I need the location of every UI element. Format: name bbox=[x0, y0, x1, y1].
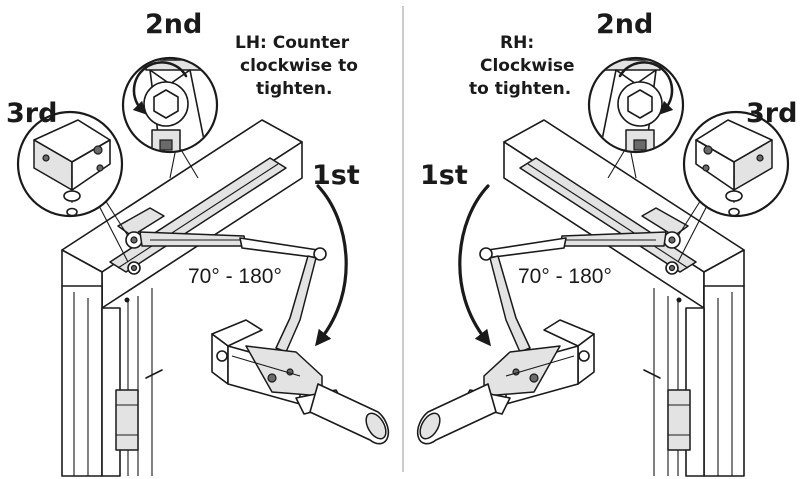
left-angle-range: 70° - 180° bbox=[188, 265, 282, 288]
left-step-1st-label: 1st bbox=[312, 160, 360, 191]
left-note-line-1: LH: Counter bbox=[235, 33, 350, 53]
left-panel-lh: 2nd 3rd 1st LH: Counter clockwise to tig… bbox=[6, 9, 390, 476]
right-step-2nd-label: 2nd bbox=[596, 9, 653, 40]
right-step-3rd-label: 3rd bbox=[746, 98, 797, 129]
right-note-line-2: Clockwise bbox=[480, 56, 575, 76]
right-angle-range: 70° - 180° bbox=[518, 265, 612, 288]
right-note-line-1: RH: bbox=[500, 33, 534, 53]
left-step-2nd-label: 2nd bbox=[145, 9, 202, 40]
right-step-1st-label: 1st bbox=[420, 160, 468, 191]
left-note-line-3: tighten. bbox=[256, 79, 332, 99]
right-note-line-3: to tighten. bbox=[469, 79, 571, 99]
left-note-line-2: clockwise to bbox=[240, 56, 358, 76]
right-panel-rh: 2nd 3rd 1st RH: Clockwise to tighten. 70… bbox=[416, 9, 797, 476]
left-step-3rd-label: 3rd bbox=[6, 98, 57, 129]
